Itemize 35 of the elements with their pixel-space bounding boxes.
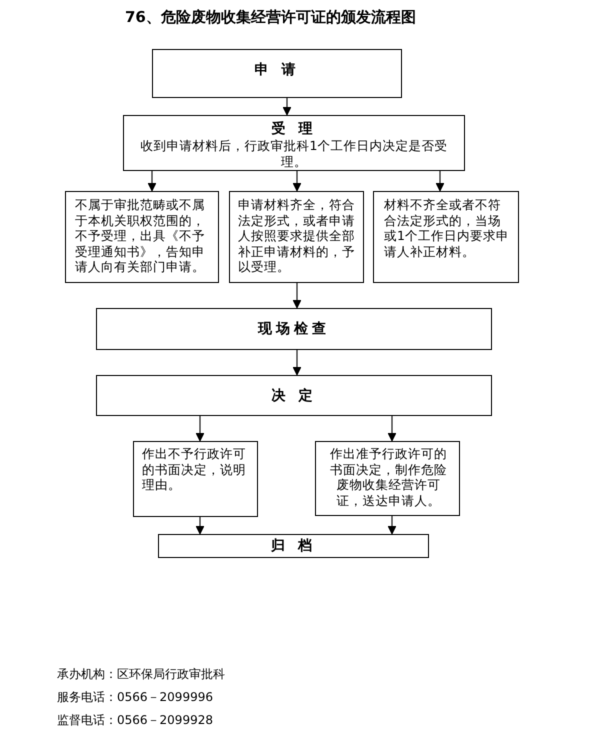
process-box [373, 191, 519, 283]
process-box [96, 375, 492, 416]
arrow [148, 171, 156, 192]
arrow [196, 517, 204, 534]
arrow [196, 416, 204, 442]
info-text: 监督电话：0566－2099928 [57, 712, 213, 729]
step-text: 作出准予行政许可的书面决定，制作危险废物收集经营许可证，送达申请人。 [329, 446, 448, 508]
arrow [292, 350, 302, 376]
info-text: 服务电话：0566－2099996 [57, 689, 213, 706]
arrow [436, 171, 444, 192]
arrow [388, 416, 396, 442]
process-box [152, 49, 402, 98]
step-text: 申请材料齐全，符合法定形式，或者申请人按照要求提供全部补正申请材料的，予以受理。 [238, 197, 356, 274]
process-box [133, 441, 258, 517]
step-title: 现场检查 [256, 320, 331, 338]
info-text: 承办机构：区环保局行政审批科 [57, 666, 225, 683]
step-text: 材料不齐全或者不符合法定形式的，当场或1个工作日内要求申请人补正材料。 [384, 197, 510, 259]
process-box [158, 534, 429, 558]
arrow [292, 283, 302, 308]
process-box [315, 441, 460, 516]
process-box [123, 115, 465, 171]
diagram-title: 76、危险废物收集经营许可证的颁发流程图 [125, 8, 416, 27]
step-text: 作出不予行政许可的书面决定，说明理由。 [142, 446, 247, 492]
step-title: 决 定 [270, 386, 318, 404]
step-text: 收到申请材料后，行政审批科1个工作日内决定是否受理。 [140, 138, 448, 169]
step-text: 不属于审批范畴或不属于本机关职权范围的，不予受理，出具《不予受理通知书》，告知申请人向有关部门申请。 [75, 197, 206, 274]
process-box [96, 308, 492, 350]
step-title: 受 理 [270, 120, 318, 138]
step-title: 申 请 [254, 60, 300, 78]
process-box [65, 191, 219, 283]
arrow [292, 171, 302, 192]
step-title: 归 档 [270, 537, 317, 555]
arrow [388, 516, 396, 534]
process-box [229, 191, 364, 283]
arrow [282, 98, 292, 116]
